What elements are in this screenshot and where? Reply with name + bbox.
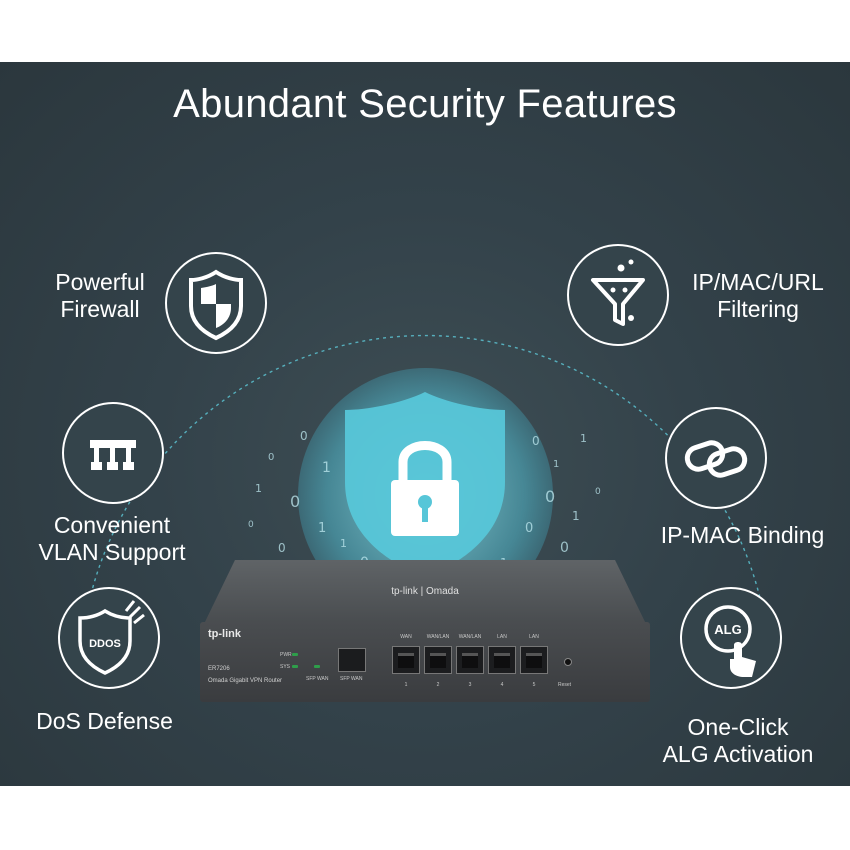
ddos-text: DDOS xyxy=(89,638,121,650)
port-1-number: 1 xyxy=(404,682,408,688)
port-3-number: 3 xyxy=(468,682,472,688)
reset-label: Reset xyxy=(558,682,572,688)
sfp-wan-port xyxy=(338,648,366,672)
vlan-label: Convenient VLAN Support xyxy=(38,512,186,565)
firewall-label: Powerful Firewall xyxy=(55,269,145,322)
dos-label: DoS Defense xyxy=(36,708,173,734)
svg-text:0: 0 xyxy=(525,521,533,536)
reset-button xyxy=(564,658,572,666)
svg-text:1: 1 xyxy=(255,482,262,495)
svg-text:1: 1 xyxy=(340,537,347,550)
binding-feature xyxy=(665,407,767,509)
shield-icon xyxy=(189,269,243,341)
vlan-feature xyxy=(62,402,164,504)
svg-text:1: 1 xyxy=(318,521,326,536)
filtering-label: IP/MAC/URL Filtering xyxy=(692,269,824,322)
port-2-label: WAN/LAN xyxy=(426,634,450,640)
svg-text:0: 0 xyxy=(300,429,308,443)
router-front: tp-link ER7206 Omada Gigabit VPN Router … xyxy=(200,622,650,702)
sys-label: SYS xyxy=(280,664,291,670)
sfp-wan-led xyxy=(314,665,320,668)
chain-link-icon xyxy=(684,440,748,478)
svg-text:0: 0 xyxy=(560,540,569,556)
svg-text:0: 0 xyxy=(595,487,601,497)
alg-label: One-Click ALG Activation xyxy=(662,714,814,767)
alg-text: ALG xyxy=(714,622,741,637)
svg-text:1: 1 xyxy=(322,460,331,476)
sfp-wan-led-label: SFP WAN xyxy=(306,676,329,682)
pwr-led xyxy=(292,653,298,656)
ethernet-port-4 xyxy=(488,646,516,674)
svg-text:0: 0 xyxy=(268,452,274,463)
port-4-number: 4 xyxy=(500,682,504,688)
dos-feature: DDOS xyxy=(58,587,160,689)
port-3-label: WAN/LAN xyxy=(458,634,482,640)
port-5-number: 5 xyxy=(532,682,536,688)
router-brand: tp-link xyxy=(208,628,241,640)
filtering-feature xyxy=(567,244,669,346)
router-model: ER7206 xyxy=(208,666,230,672)
pwr-label: PWR xyxy=(280,652,292,658)
binding-label: IP-MAC Binding xyxy=(660,522,825,548)
ethernet-port-5 xyxy=(520,646,548,674)
ddos-shield-icon: DDOS xyxy=(78,600,145,675)
svg-text:0: 0 xyxy=(545,487,555,506)
svg-text:1: 1 xyxy=(580,432,587,445)
ethernet-port-3 xyxy=(456,646,484,674)
alg-feature: ALG xyxy=(680,587,782,689)
sfp-wan-port-label: SFP WAN xyxy=(340,676,363,682)
port-5-label: LAN xyxy=(529,634,539,640)
alg-tap-icon: ALG xyxy=(704,605,756,677)
top-brand: tp-link | Omada xyxy=(391,586,459,597)
firewall-feature xyxy=(165,252,267,354)
svg-text:1: 1 xyxy=(553,459,559,470)
router-top-surface: tp-link | Omada xyxy=(205,560,645,622)
page-title: Abundant Security Features xyxy=(173,82,677,126)
port-2-number: 2 xyxy=(436,682,440,688)
svg-text:0: 0 xyxy=(248,520,254,530)
sys-led xyxy=(292,665,298,668)
router-subtitle: Omada Gigabit VPN Router xyxy=(208,678,283,684)
port-4-label: LAN xyxy=(497,634,507,640)
ethernet-port-1 xyxy=(392,646,420,674)
padlock-shield-icon xyxy=(345,392,505,577)
vlan-network-icon xyxy=(90,440,136,470)
port-1-label: WAN xyxy=(400,634,412,640)
svg-text:0: 0 xyxy=(290,492,300,511)
svg-text:0: 0 xyxy=(278,541,286,555)
ethernet-port-2 xyxy=(424,646,452,674)
svg-text:0: 0 xyxy=(532,434,540,448)
feature-panel: Abundant Security Features 0 1 0 1 0 1 0… xyxy=(0,62,850,786)
svg-text:1: 1 xyxy=(572,509,580,523)
filter-funnel-icon xyxy=(591,259,645,326)
